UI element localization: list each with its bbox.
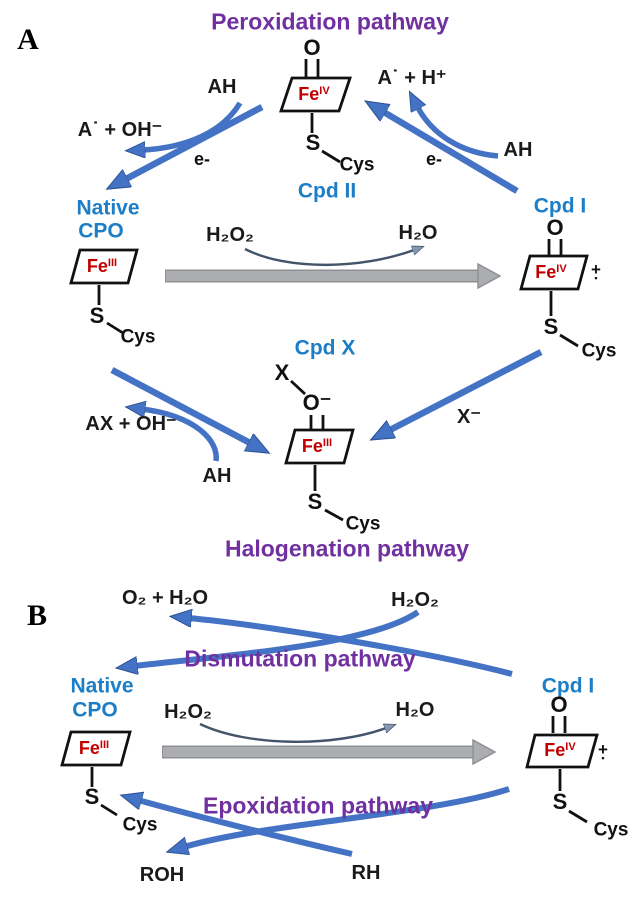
cpd1-fe-label-b: FeIV — [544, 741, 575, 759]
native-cys-label-b: Cys — [122, 814, 158, 836]
fe-symbol: Fe — [78, 738, 100, 758]
cpd2-name-label: Cpd II — [297, 179, 357, 203]
epoxidation-substrate-label: RH — [351, 862, 381, 884]
fe-symbol: Fe — [301, 436, 323, 456]
panel-a-h2o-label: H₂O — [398, 222, 438, 244]
cpd2-fe-label: FeIV — [298, 85, 329, 103]
fe-oxidation-state: III — [99, 739, 110, 751]
cpdx-structure — [284, 379, 355, 522]
native-s-label-a: S — [89, 303, 105, 328]
cpdx-name-label: Cpd X — [294, 336, 356, 360]
native-structure-b — [60, 730, 132, 817]
cpd1-s-label-b: S — [552, 789, 568, 814]
cpd1-cys-label-a: Cys — [581, 340, 617, 362]
native-s-label-b: S — [84, 784, 100, 809]
cpd1-structure-a — [519, 239, 589, 348]
panel-b-letter: B — [26, 599, 48, 632]
native-fe-label-a: FeIII — [87, 257, 117, 275]
cpdx-halogen-label: X — [274, 360, 290, 385]
cpd1-fe-label-a: FeIV — [535, 263, 566, 281]
native-fe-label-b: FeIII — [79, 739, 109, 757]
left-electron-label: e- — [193, 149, 211, 169]
dismutation-products-label: O₂ + H₂O — [121, 587, 209, 609]
fe-symbol: Fe — [298, 84, 320, 104]
cpd2-s-label: S — [305, 130, 321, 155]
left-products-label: A˙ + OH⁻ — [77, 119, 163, 141]
panel-a-blue-arrows — [112, 107, 543, 444]
dismutation-pathway-title: Dismutation pathway — [184, 645, 416, 672]
cpd1-oxo-label-b: O — [550, 692, 568, 717]
right-products-label: A˙ + H⁺ — [377, 67, 447, 89]
cpdx-oxo-label: O⁻ — [302, 390, 332, 415]
native-cys-label-a: Cys — [120, 326, 156, 348]
panel-b-h2o2-h2o-curve — [199, 722, 386, 743]
peroxidation-pathway-title: Peroxidation pathway — [211, 8, 449, 35]
cpd2-oxo-label: O — [303, 35, 321, 60]
halogenation-ah-label: AH — [202, 465, 232, 487]
fe-oxidation-state: III — [107, 257, 118, 269]
panel-b-h2o2-label: H₂O₂ — [164, 701, 212, 723]
left-ah-label: AH — [207, 76, 237, 98]
fe-symbol: Fe — [86, 256, 108, 276]
panel-a-h2o2-h2o-curve — [244, 249, 414, 267]
native-cpo-label-line2-a: CPO — [78, 219, 124, 243]
plus-charge: + — [591, 259, 601, 279]
panel-a-substrate-arrows — [142, 103, 499, 462]
cpdx-s-label: S — [307, 489, 323, 514]
radical-dot: ▪ — [594, 272, 598, 283]
panel-b-gray-arrow — [162, 738, 497, 766]
halogenation-products-label: AX + OH⁻ — [85, 413, 177, 435]
right-ah-label: AH — [503, 139, 533, 161]
cpdx-fe-label: FeIII — [302, 437, 332, 455]
cpd1-structure-b — [525, 716, 599, 824]
panel-b-h2o-label: H₂O — [395, 699, 435, 721]
dismutation-arrows — [134, 612, 513, 677]
epoxidation-product-label: ROH — [139, 864, 185, 886]
right-electron-label: e- — [425, 149, 443, 169]
panel-a-h2o2-label: H₂O₂ — [206, 224, 254, 246]
halide-label: X⁻ — [457, 406, 481, 428]
radical-dot: ▪ — [601, 752, 605, 763]
native-cpo-label-line1-a: Native — [76, 196, 140, 220]
panel-a-letter: A — [17, 23, 39, 56]
plus-charge: + — [598, 739, 608, 759]
fe-oxidation-state: IV — [319, 85, 330, 97]
cpd1-radical-cation-a: +▪ — [591, 259, 601, 283]
cpdx-cys-label: Cys — [345, 513, 381, 535]
native-cpo-label-line2-b: CPO — [72, 698, 118, 722]
panel-a-gray-arrow — [165, 262, 502, 290]
epoxidation-arrows — [138, 786, 510, 857]
native-cpo-label-line1-b: Native — [70, 674, 134, 698]
cpd2-cys-label: Cys — [339, 154, 375, 176]
halogenation-pathway-title: Halogenation pathway — [224, 535, 470, 562]
cpd2-structure — [279, 59, 352, 164]
cpd1-name-label-b: Cpd I — [541, 674, 595, 698]
fe-symbol: Fe — [544, 740, 566, 760]
cpd1-s-label-a: S — [543, 314, 559, 339]
cpd1-name-label-a: Cpd I — [533, 194, 587, 218]
cpd1-oxo-label-a: O — [546, 215, 564, 240]
fe-oxidation-state: IV — [565, 741, 576, 753]
dismutation-h2o2-label: H₂O₂ — [391, 589, 439, 611]
cpd1-radical-cation-b: +▪ — [598, 739, 608, 763]
fe-oxidation-state: III — [322, 437, 333, 449]
cpd1-cys-label-b: Cys — [593, 819, 629, 841]
fe-symbol: Fe — [535, 262, 557, 282]
fe-oxidation-state: IV — [556, 263, 567, 275]
native-structure-a — [69, 248, 139, 335]
epoxidation-pathway-title: Epoxidation pathway — [202, 792, 434, 819]
